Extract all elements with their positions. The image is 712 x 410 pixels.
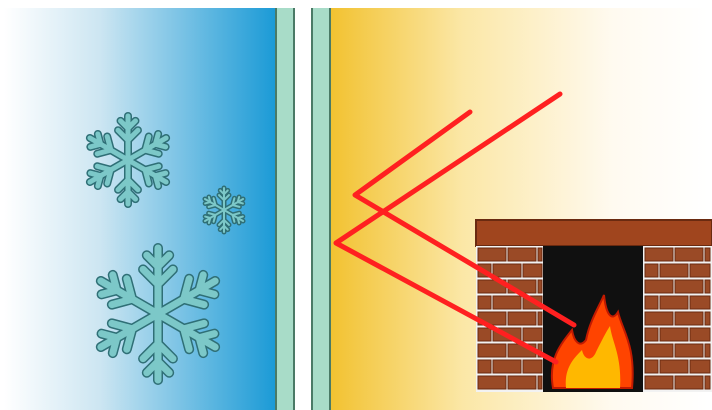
brick [645,360,658,373]
brick [705,280,710,293]
brick [705,248,710,261]
brick [645,248,673,261]
air-gap [295,8,312,410]
brick [675,280,703,293]
brick [493,296,521,309]
brick [523,360,542,373]
brick [660,264,688,277]
brick [478,248,506,261]
brick [538,248,542,261]
brick [478,376,506,389]
fireplace-icon [476,220,712,392]
brick [660,328,688,341]
outer-glass-pane [276,8,294,410]
brick [538,312,542,325]
brick [645,328,658,341]
fireplace-mantel [476,220,712,246]
brick [705,312,710,325]
brick [645,376,673,389]
brick [645,264,658,277]
brick [690,264,710,277]
brick [675,376,703,389]
brick [690,296,710,309]
brick [493,264,521,277]
brick [508,248,536,261]
brick [645,280,673,293]
brick [675,248,703,261]
brick [660,296,688,309]
brick [675,312,703,325]
inner-glass-pane [312,8,330,410]
brick [523,328,542,341]
cold-outside-area [4,8,276,410]
brick [478,328,491,341]
brick [508,376,536,389]
brick [478,360,491,373]
brick [705,344,710,357]
brick [705,376,710,389]
brick [538,280,542,293]
brick [538,376,542,389]
brick [478,344,506,357]
brick [508,312,536,325]
brick [645,296,658,309]
brick [690,360,710,373]
brick [660,360,688,373]
brick [478,296,491,309]
brick [523,264,542,277]
brick [645,344,673,357]
brick [645,312,673,325]
brick [690,328,710,341]
brick [675,344,703,357]
brick [493,360,521,373]
